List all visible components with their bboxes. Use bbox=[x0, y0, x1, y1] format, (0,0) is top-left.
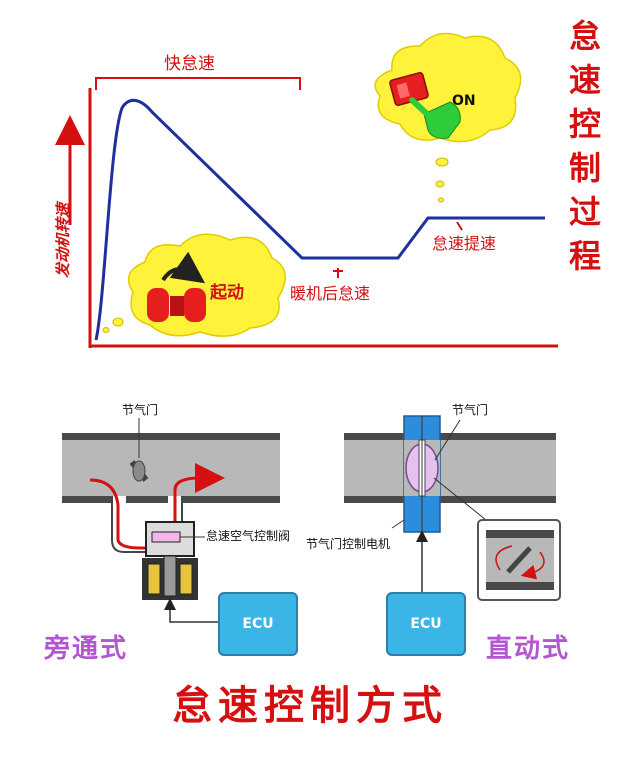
side-title-char: 制 bbox=[568, 149, 601, 187]
direct-type-label: 直动式 bbox=[486, 634, 571, 664]
y-axis-label: 发动机转速 bbox=[53, 202, 72, 278]
side-title-char: 控 bbox=[568, 105, 601, 143]
pressing-hand-icon bbox=[409, 97, 461, 139]
warm-idle-label: 暖机后怠速 bbox=[290, 284, 371, 303]
bypass-throttle-label: 节气门 bbox=[122, 403, 159, 417]
bypass-type-label: 旁通式 bbox=[44, 634, 129, 664]
warm-idle-marker bbox=[333, 268, 343, 278]
ac-on-cloud bbox=[374, 32, 522, 203]
idle-up-label: 怠速提速 bbox=[432, 234, 497, 253]
chart-axes bbox=[55, 88, 558, 348]
idle-up-marker bbox=[456, 221, 463, 231]
start-label: 起动 bbox=[210, 283, 244, 303]
direct-ecu-box: ECU bbox=[386, 592, 466, 656]
side-title-char: 怠 bbox=[568, 17, 601, 55]
ac-switch-icon bbox=[389, 71, 429, 107]
engine-speed-curve bbox=[94, 98, 545, 341]
bypass-ecu-box: ECU bbox=[218, 592, 298, 656]
throttle-motor-label: 节气门控制电机 bbox=[306, 537, 391, 551]
ignition-key-icon bbox=[147, 251, 206, 322]
bypass-system bbox=[62, 418, 280, 623]
side-title-char: 过 bbox=[568, 193, 601, 231]
on-label: ON bbox=[452, 93, 476, 109]
idle-air-valve-label: 怠速空气控制阀 bbox=[206, 529, 291, 543]
side-title: 怠 速 控 制 过 程 bbox=[562, 20, 608, 272]
fast-idle-bracket bbox=[95, 77, 301, 90]
footer-title: 怠速控制方式 bbox=[172, 682, 448, 729]
side-title-char: 速 bbox=[568, 61, 601, 99]
start-cloud bbox=[102, 233, 286, 337]
direct-throttle-label: 节气门 bbox=[452, 403, 489, 417]
side-title-char: 程 bbox=[568, 237, 601, 275]
direct-system bbox=[344, 415, 561, 601]
fast-idle-label: 快怠速 bbox=[164, 54, 215, 74]
